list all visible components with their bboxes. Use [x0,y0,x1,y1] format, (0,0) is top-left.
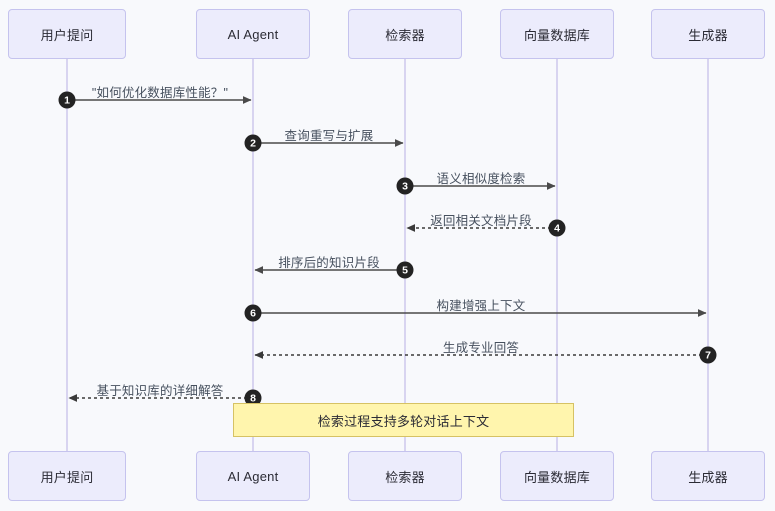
sequence-badge-8: 8 [244,389,262,407]
participant-generator-top[interactable]: 生成器 [651,9,765,59]
note-text: 检索过程支持多轮对话上下文 [317,413,490,429]
message-label-4: 返回相关文档片段 [430,214,532,228]
participant-agent-bottom[interactable]: AI Agent [196,451,310,501]
participant-vectordb-bottom[interactable]: 向量数据库 [500,451,614,501]
message-label-2: 查询重写与扩展 [284,129,374,143]
participant-retriever-top[interactable]: 检索器 [348,9,462,59]
message-label-3: 语义相似度检索 [436,172,526,186]
participant-label: AI Agent [227,468,279,484]
sequence-badge-5: 5 [396,261,414,279]
sequence-badge-2: 2 [244,134,262,152]
participant-label: 向量数据库 [523,469,590,485]
participant-agent-top[interactable]: AI Agent [196,9,310,59]
participant-generator-bottom[interactable]: 生成器 [651,451,765,501]
participant-label: 向量数据库 [523,27,590,43]
participant-user-top[interactable]: 用户提问 [8,9,126,59]
participant-label: 生成器 [688,469,728,485]
message-label-7: 生成专业回答 [442,341,520,355]
participant-label: 检索器 [385,27,425,43]
sequence-badge-3: 3 [396,177,414,195]
lifelines-group [66,59,709,451]
message-label-1: "如何优化数据库性能？" [91,86,229,100]
message-label-6: 构建增强上下文 [436,299,526,313]
message-label-8: 基于知识库的详细解答 [96,384,224,398]
sequence-badge-6: 6 [244,304,262,322]
sequence-badge-4: 4 [548,219,566,237]
participant-label: 检索器 [385,469,425,485]
participant-label: AI Agent [227,26,279,42]
participant-label: 用户提问 [40,27,94,43]
participant-label: 用户提问 [40,469,94,485]
participant-label: 生成器 [688,27,728,43]
sequence-badge-7: 7 [699,346,717,364]
note-box-1: 检索过程支持多轮对话上下文 [233,403,574,437]
message-label-5: 排序后的知识片段 [278,256,380,270]
participant-vectordb-top[interactable]: 向量数据库 [500,9,614,59]
message-arrows-group [67,96,708,402]
participant-user-bottom[interactable]: 用户提问 [8,451,126,501]
sequence-badge-1: 1 [58,91,76,109]
participant-retriever-bottom[interactable]: 检索器 [348,451,462,501]
